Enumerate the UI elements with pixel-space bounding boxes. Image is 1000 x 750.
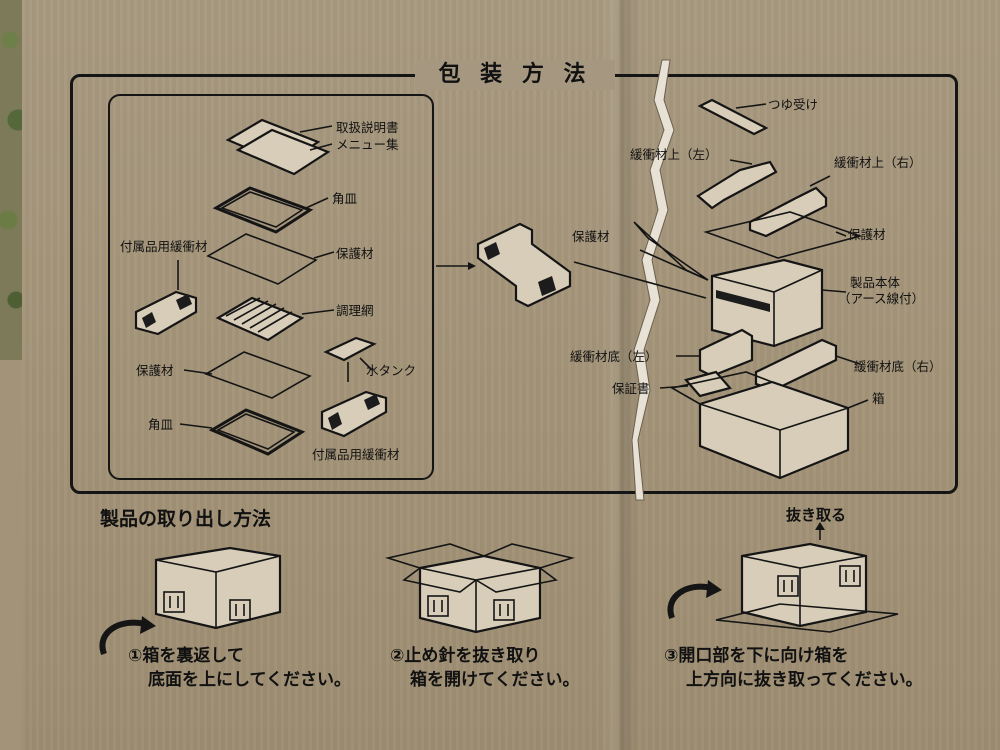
step1-line2: 底面を上にしてください。 bbox=[148, 670, 351, 690]
label-water-tank: 水タンク bbox=[366, 363, 417, 378]
label-manual: 取扱説明書 bbox=[336, 120, 399, 135]
removal-title: 製品の取り出し方法 bbox=[100, 508, 272, 530]
label-protector-left: 保護材 bbox=[572, 229, 610, 244]
label-protector-1: 保護材 bbox=[336, 246, 374, 261]
step1-line1: ①箱を裏返して bbox=[128, 646, 244, 666]
label-cushion-top-left: 緩衝材上（左） bbox=[630, 147, 718, 162]
label-box: 箱 bbox=[872, 391, 885, 406]
label-drip-tray: つゆ受け bbox=[768, 97, 819, 112]
label-cushion-top-right: 緩衝材上（右） bbox=[834, 155, 922, 170]
label-cushion-bottom-left: 緩衝材底（左） bbox=[570, 349, 658, 364]
cardboard-crease bbox=[600, 0, 640, 750]
label-square-plate-top: 角皿 bbox=[332, 191, 358, 206]
accessories-box bbox=[108, 94, 434, 480]
label-accessory-cushion-bottom: 付属品用緩衝材 bbox=[312, 447, 400, 462]
step2-line2: 箱を開けてください。 bbox=[410, 670, 580, 690]
label-accessory-cushion-left: 付属品用緩衝材 bbox=[120, 239, 208, 254]
step3-line1: ③開口部を下に向け箱を bbox=[664, 646, 849, 666]
step3-line2: 上方向に抜き取ってください。 bbox=[686, 670, 923, 690]
label-product-body: 製品本体 bbox=[850, 275, 901, 290]
label-cushion-bottom-right: 緩衝材底（右） bbox=[854, 359, 942, 374]
label-pull-out: 抜き取る bbox=[786, 506, 847, 524]
label-ground-wire: （アース線付） bbox=[838, 291, 925, 306]
packing-method-title: 包 装 方 法 bbox=[415, 60, 615, 90]
label-cooking-net: 調理網 bbox=[336, 303, 374, 318]
step2-line1: ②止め針を抜き取り bbox=[390, 646, 541, 666]
label-warranty: 保証書 bbox=[612, 381, 650, 396]
label-menu-book: メニュー集 bbox=[336, 137, 399, 152]
label-protector-2: 保護材 bbox=[136, 363, 174, 378]
label-protector-right: 保護材 bbox=[848, 227, 886, 242]
label-square-plate-bottom: 角皿 bbox=[148, 417, 174, 432]
cardboard-tear bbox=[631, 59, 675, 501]
